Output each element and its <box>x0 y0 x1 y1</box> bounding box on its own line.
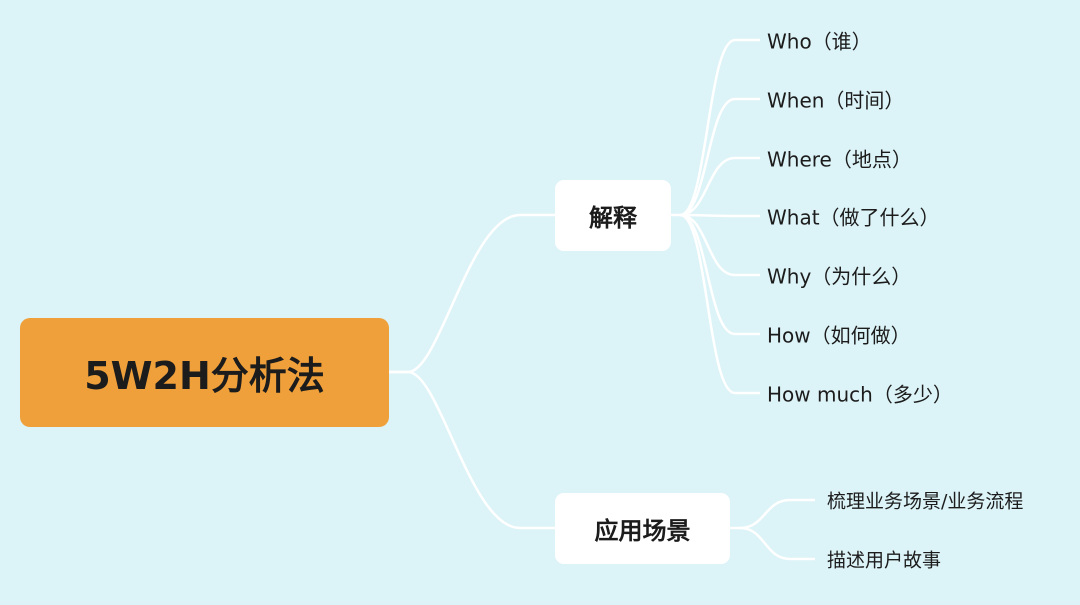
leaf-how-much[interactable]: How much（多少） <box>767 382 953 407</box>
leaf-connector <box>679 156 760 217</box>
branch-label: 应用场景 <box>594 517 691 545</box>
leaf-user-story[interactable]: 描述用户故事 <box>827 549 942 572</box>
leaf-connector <box>739 498 815 530</box>
leaf-connector <box>679 213 760 336</box>
root-label: 5W2H分析法 <box>84 354 325 398</box>
branch-scenarios[interactable]: 应用场景 <box>555 493 730 564</box>
leaf-connector <box>679 213 760 395</box>
connector-root-scenarios <box>389 370 555 530</box>
root-node[interactable]: 5W2H分析法 <box>20 318 389 427</box>
leaf-connector <box>679 38 760 217</box>
leaf-how[interactable]: How（如何做） <box>767 323 911 348</box>
leaf-where[interactable]: Where（地点） <box>767 147 912 172</box>
branch-label: 解释 <box>589 204 637 232</box>
branch-explain[interactable]: 解释 <box>555 180 671 251</box>
leaf-connector <box>739 526 815 561</box>
leaf-connector <box>679 213 760 277</box>
leaf-why[interactable]: Why（为什么） <box>767 264 912 289</box>
leaf-connector <box>679 213 760 218</box>
leaf-who[interactable]: Who（谁） <box>767 29 872 54</box>
leaf-when[interactable]: When（时间） <box>767 88 905 113</box>
leaf-connector <box>679 97 760 217</box>
connector-root-explain <box>389 213 555 374</box>
leaf-business-flow[interactable]: 梳理业务场景/业务流程 <box>827 490 1024 513</box>
leaf-what[interactable]: What（做了什么） <box>767 205 940 230</box>
